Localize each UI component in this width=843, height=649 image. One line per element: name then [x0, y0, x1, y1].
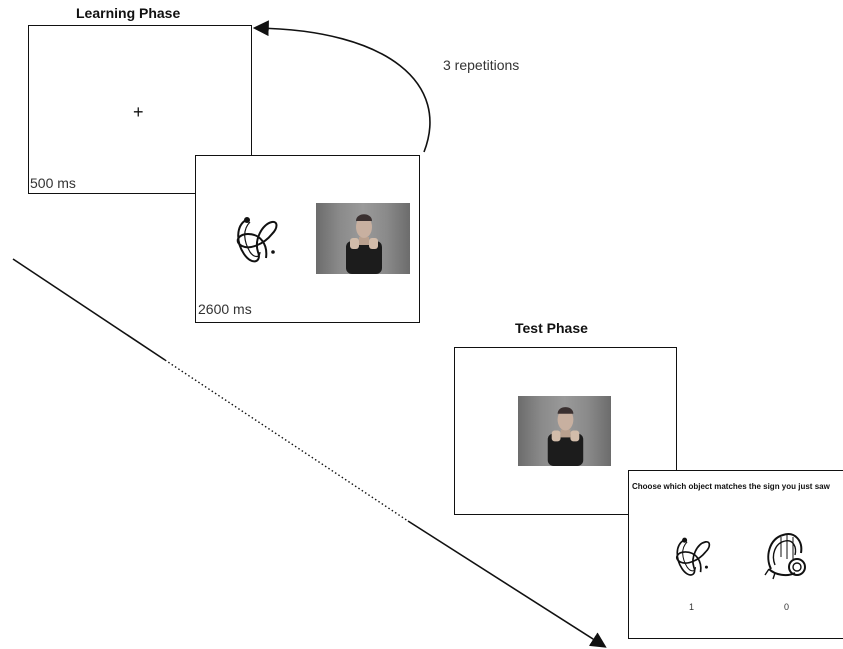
choice-right-object-icon[interactable]	[761, 529, 809, 583]
timeline-dotted-gap	[164, 359, 409, 522]
choice-right-label: 0	[784, 602, 790, 612]
fixation-duration-label: 500 ms	[30, 175, 76, 191]
learning-phase-title: Learning Phase	[76, 5, 181, 21]
pairing-screen: 2600 ms	[195, 155, 420, 323]
repetition-loop-arrow	[252, 20, 431, 153]
timeline-solid-start	[12, 258, 166, 361]
novel-object-icon	[236, 217, 278, 263]
choice-prompt: Choose which object matches the sign you…	[632, 482, 830, 491]
repetitions-label: 3 repetitions	[443, 57, 520, 73]
signer-video-frame	[316, 203, 410, 274]
choice-left-object-icon[interactable]	[672, 531, 714, 583]
pairing-duration-label: 2600 ms	[198, 301, 252, 317]
choice-screen: Choose which object matches the sign you…	[628, 470, 843, 639]
timeline-solid-end	[407, 520, 607, 648]
test-signer-video-frame	[518, 396, 611, 466]
fixation-cross: +	[133, 102, 144, 122]
test-video-screen	[454, 347, 677, 515]
choice-left-label: 1	[689, 602, 695, 612]
test-phase-title: Test Phase	[515, 320, 588, 336]
